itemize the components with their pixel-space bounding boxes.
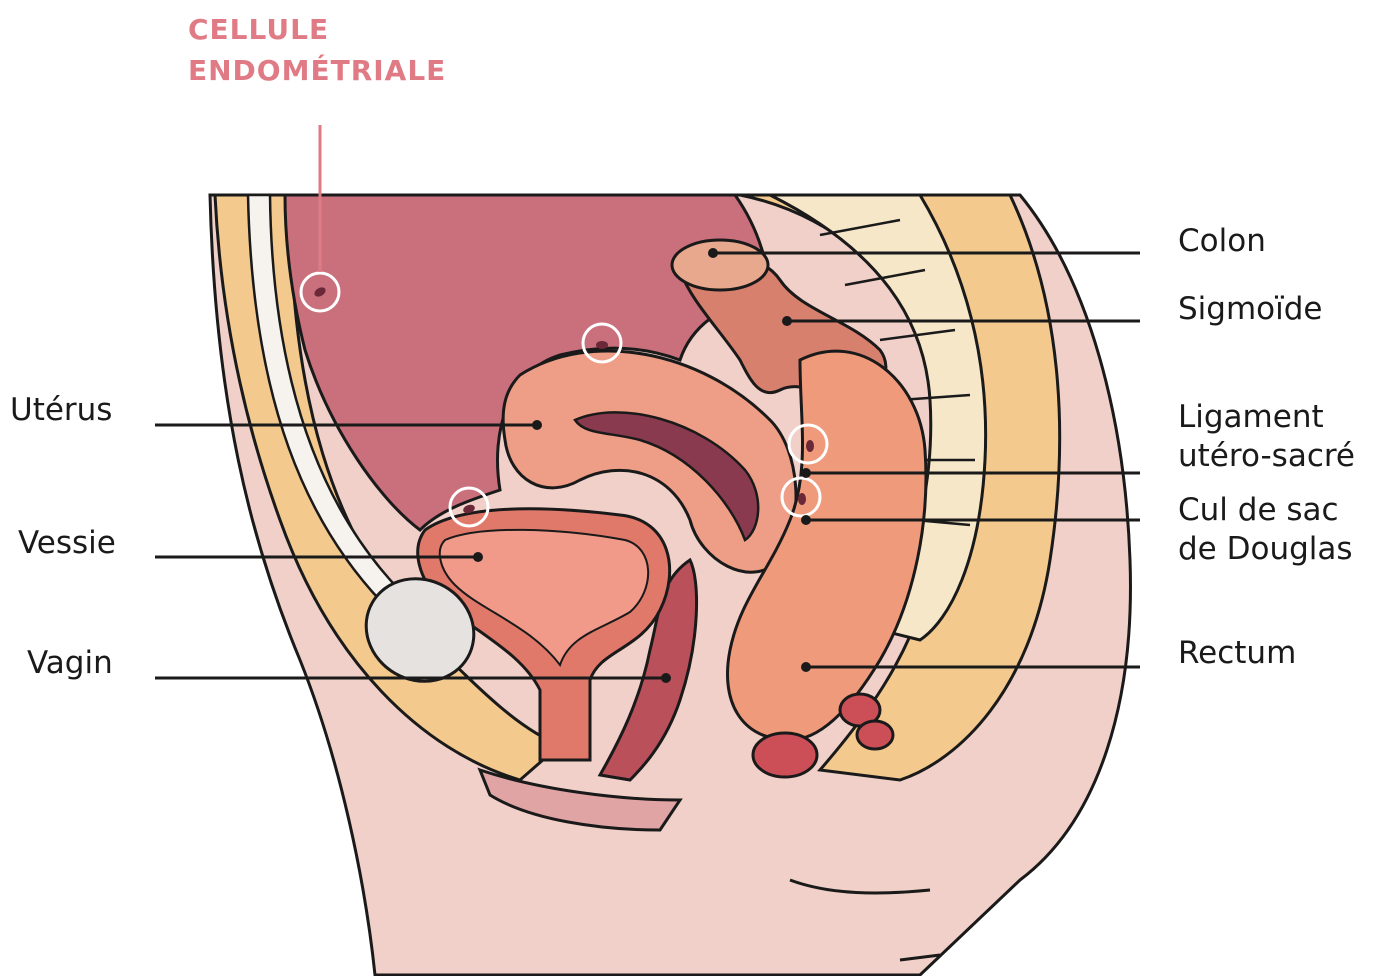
dot-rectum (801, 662, 811, 672)
dot-sigmoide (782, 316, 792, 326)
label-uterus: Utérus (10, 391, 112, 430)
colon-crosssection (672, 240, 768, 290)
label-vagin: Vagin (27, 644, 113, 683)
endometrial-cell-5 (798, 493, 806, 505)
label-cul-de-sac-line1: Cul de sac (1178, 491, 1353, 530)
label-rectum: Rectum (1178, 634, 1296, 673)
dot-vagin (661, 673, 671, 683)
dot-vessie (473, 552, 483, 562)
sphincter-muscle-3 (857, 721, 893, 749)
sphincter-muscle-1 (753, 733, 817, 777)
label-ligament: Ligament utéro-sacré (1178, 398, 1355, 476)
label-cul-de-sac-line2: de Douglas (1178, 530, 1353, 569)
label-cul-de-sac: Cul de sac de Douglas (1178, 491, 1353, 569)
label-sigmoide: Sigmoïde (1178, 290, 1323, 329)
dot-uterus (532, 420, 542, 430)
label-ligament-line2: utéro-sacré (1178, 437, 1355, 476)
dot-ligament (801, 468, 811, 478)
dot-cul-de-sac (801, 515, 811, 525)
label-ligament-line1: Ligament (1178, 398, 1355, 437)
endometrial-cell-2 (596, 341, 608, 349)
label-colon: Colon (1178, 222, 1266, 261)
dot-colon (708, 248, 718, 258)
label-vessie: Vessie (18, 524, 116, 563)
endometrial-cell-4 (806, 440, 814, 452)
